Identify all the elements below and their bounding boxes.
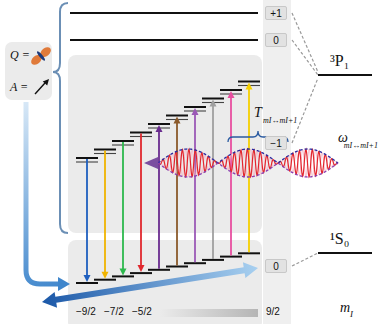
excited-sublevel [76, 157, 98, 159]
term-level [318, 252, 372, 254]
ground-sublevel [202, 259, 224, 261]
arrow-head [58, 277, 70, 291]
excited-sublevel [94, 149, 116, 151]
ellipsis-bar [160, 309, 258, 317]
ground-sublevel [166, 266, 188, 268]
mi-value: 9/2 [266, 306, 280, 317]
double-arrow [42, 262, 258, 307]
ground-sublevel [148, 269, 170, 271]
period-symbol: T [254, 105, 262, 121]
dipole-arrow [35, 83, 45, 94]
brace [53, 3, 68, 233]
transition-arrow [176, 123, 178, 266]
excited-sublevel [184, 106, 206, 108]
excited-sublevel [166, 115, 188, 117]
level-number: 0 [273, 35, 279, 46]
quadrupole-ring [36, 50, 46, 61]
arrow-head [138, 265, 145, 272]
excited-sublevel [112, 140, 134, 142]
transition-arrow [140, 134, 142, 267]
excited-sublevel [220, 89, 242, 91]
arrow-head [210, 100, 217, 107]
propagation-arrow [144, 157, 158, 169]
envelope [158, 149, 338, 163]
excited-sublevel [130, 132, 152, 134]
level-number: +1 [270, 8, 281, 19]
subscript: mI↔mI+1 [263, 116, 297, 125]
transition-arrow [104, 151, 106, 273]
ground-sublevel [130, 272, 152, 274]
arrow-head [174, 117, 181, 124]
leader-dashed [292, 40, 318, 75]
wave-shadow [158, 149, 338, 177]
level-tag: −1 [265, 136, 287, 150]
coupling-arrow [26, 102, 60, 284]
excited-sublevel [202, 98, 224, 100]
arrow-head [102, 272, 109, 279]
mi-value: −9/2 [76, 306, 96, 317]
arrow-head [43, 79, 49, 85]
ground-sublevel [184, 262, 206, 264]
transition-arrow [122, 142, 124, 269]
energy-level [70, 39, 258, 41]
level-tag: 0 [265, 259, 287, 273]
envelope [158, 163, 338, 177]
axis-symbol: m [340, 300, 350, 316]
zoom-panel [68, 55, 262, 233]
wave [158, 149, 338, 177]
ground-sublevel [76, 282, 98, 284]
term-symbol: ³P₁ [330, 52, 349, 70]
leader-dashed [292, 253, 318, 266]
ground-sublevel [112, 275, 134, 277]
mi-value: −5/2 [132, 306, 152, 317]
arrow-head [84, 275, 91, 282]
moment-box: Q = A = [5, 42, 52, 100]
transition-arrow [230, 97, 232, 256]
transition-arrow [212, 106, 214, 259]
transition-arrow [194, 114, 196, 262]
arrow-head [120, 268, 127, 275]
arrow-head [192, 108, 199, 115]
level-tag: +1 [265, 6, 287, 20]
subscript: I [350, 309, 353, 319]
transition-arrow [86, 159, 88, 276]
arrow-head [246, 83, 253, 90]
excited-sublevel [148, 123, 170, 125]
ground-sublevel [238, 252, 260, 254]
level-tag: 0 [265, 33, 287, 47]
term-symbol: ¹S₀ [330, 230, 349, 248]
excited-sublevel [238, 81, 260, 83]
mi-value: −7/2 [104, 306, 124, 317]
leader-dashed [292, 13, 318, 72]
energy-level [70, 12, 258, 14]
level-number: 0 [273, 261, 279, 272]
arrow-head [156, 125, 163, 132]
subscript: mI↔mI+1 [344, 141, 378, 150]
symbol-label: A = [10, 80, 28, 95]
level-number: −1 [270, 138, 281, 149]
ground-sublevel [220, 256, 242, 258]
term-level [318, 74, 372, 76]
leader-dashed [292, 78, 318, 143]
symbol-label: Q = [10, 48, 30, 63]
ground-sublevel [94, 279, 116, 281]
transition-arrow [158, 131, 160, 269]
arrow-head [228, 91, 235, 98]
